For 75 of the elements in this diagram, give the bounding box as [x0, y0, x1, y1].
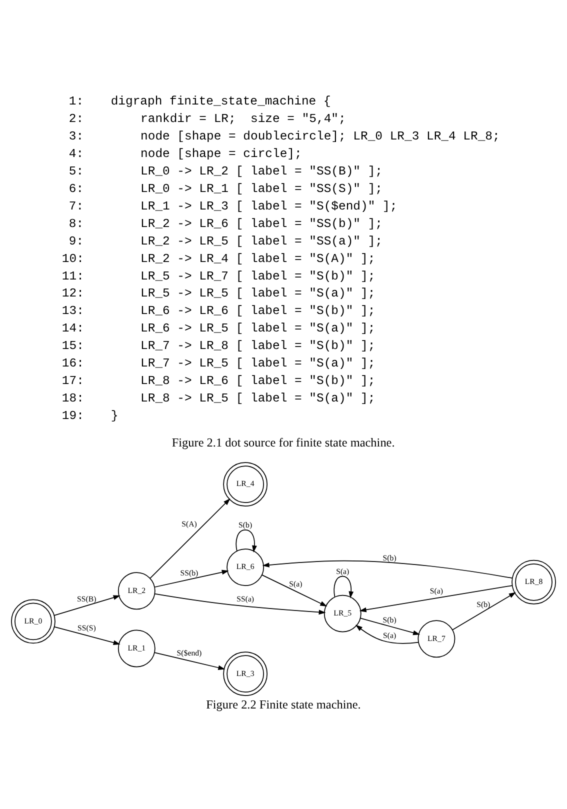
edge-label: S(a): [430, 586, 444, 596]
label: 13:: [62, 304, 84, 318]
label: LR_0 -> LR_2 [ label = "SS(B)" ];: [140, 164, 383, 178]
arrow: [154, 652, 226, 670]
edge-label: S(a): [289, 580, 302, 589]
edge-label: SS(B): [77, 594, 96, 604]
arrow: [236, 530, 257, 552]
node-circle: LR_0: [11, 599, 56, 644]
edge-label: S($end): [176, 648, 202, 658]
label: digraph finite_state_machine {: [110, 94, 331, 109]
label: node [shape = doublecircle]; LR_0 LR_3 LR_4 LR_8;: [140, 130, 500, 144]
label: LR_2 -> LR_4 [ label = "S(A)" ];: [140, 252, 376, 266]
label: LR_7 -> LR_5 [ label = "S(a)" ];: [140, 356, 376, 371]
edge-label: SS(a): [236, 594, 254, 604]
arrow: [54, 595, 120, 616]
label: 4:: [68, 146, 84, 161]
label: 17:: [62, 374, 84, 388]
label: 3:: [68, 130, 84, 144]
node-circle: LR_3: [223, 652, 268, 696]
arrow: [262, 574, 328, 606]
label: 8:: [68, 216, 84, 231]
label: LR_7 -> LR_8 [ label = "S(b)" ];: [140, 339, 376, 354]
node-circle: LR_2: [118, 572, 156, 610]
arrow: [154, 570, 229, 588]
label: 12:: [62, 286, 84, 301]
arrow: [54, 626, 120, 645]
label: 18:: [62, 392, 84, 406]
label: 5:: [68, 164, 84, 178]
arrow: [154, 593, 326, 615]
label: LR_2 -> LR_5 [ label = "SS(a)" ];: [140, 234, 383, 248]
label: node [shape = circle];: [140, 146, 302, 161]
edge-label: S(A): [182, 519, 197, 528]
label: LR_1 -> LR_3 [ label = "S($end)" ];: [140, 199, 398, 214]
label: LR_6 -> LR_5 [ label = "S(a)" ];: [140, 322, 376, 336]
label: 14:: [62, 322, 84, 336]
arrow: [359, 585, 513, 612]
node-circle: LR_8: [512, 560, 556, 604]
arrow: [360, 618, 420, 636]
edge-label: S(b): [476, 600, 490, 609]
label: 15:: [62, 339, 84, 354]
label: 10:: [62, 252, 84, 266]
label: 16:: [62, 356, 84, 371]
caption: Figure 2.2 Finite state machine.: [206, 698, 361, 712]
edge-label: S(a): [336, 566, 350, 576]
edge-label: S(b): [382, 615, 396, 624]
node-circle: LR_7: [418, 620, 456, 658]
label: 7:: [68, 199, 84, 214]
label: 11:: [62, 269, 84, 284]
arrow: [150, 498, 230, 579]
label: LR_8 -> LR_5 [ label = "S(a)" ];: [140, 392, 376, 406]
label: LR_5 -> LR_7 [ label = "S(b)" ];: [140, 269, 376, 284]
label: LR_0 -> LR_1 [ label = "SS(S)" ];: [140, 182, 383, 196]
arrow: [355, 624, 419, 644]
arrow: [452, 592, 516, 630]
label: LR_6 -> LR_6 [ label = "S(b)" ];: [140, 304, 376, 318]
label: LR_2 -> LR_6 [ label = "SS(b)" ];: [140, 216, 383, 231]
label: Figure 2.1 dot source for finite state machine.: [172, 436, 395, 450]
edge-label: S(a): [383, 631, 396, 640]
label: rankdir = LR; size = "5,4";: [140, 112, 346, 126]
node-circle: LR_6: [226, 548, 264, 586]
label: 19:: [62, 408, 84, 423]
arrow: [334, 576, 354, 598]
label: 1:: [68, 94, 84, 109]
node-circle: LR_1: [118, 630, 156, 668]
edge-label: S(b): [382, 553, 396, 562]
label: LR_5 -> LR_5 [ label = "S(a)" ];: [140, 286, 376, 301]
edge-label: SS(b): [180, 568, 198, 578]
label: 2:: [68, 112, 84, 126]
arrow: [262, 560, 513, 579]
label: LR_8 -> LR_6 [ label = "S(b)" ];: [140, 374, 376, 388]
edge-label: S(b): [238, 520, 252, 530]
label: 6:: [68, 182, 84, 196]
edge-label: SS(S): [78, 623, 96, 632]
label: }: [110, 408, 118, 423]
label: 9:: [68, 234, 84, 248]
